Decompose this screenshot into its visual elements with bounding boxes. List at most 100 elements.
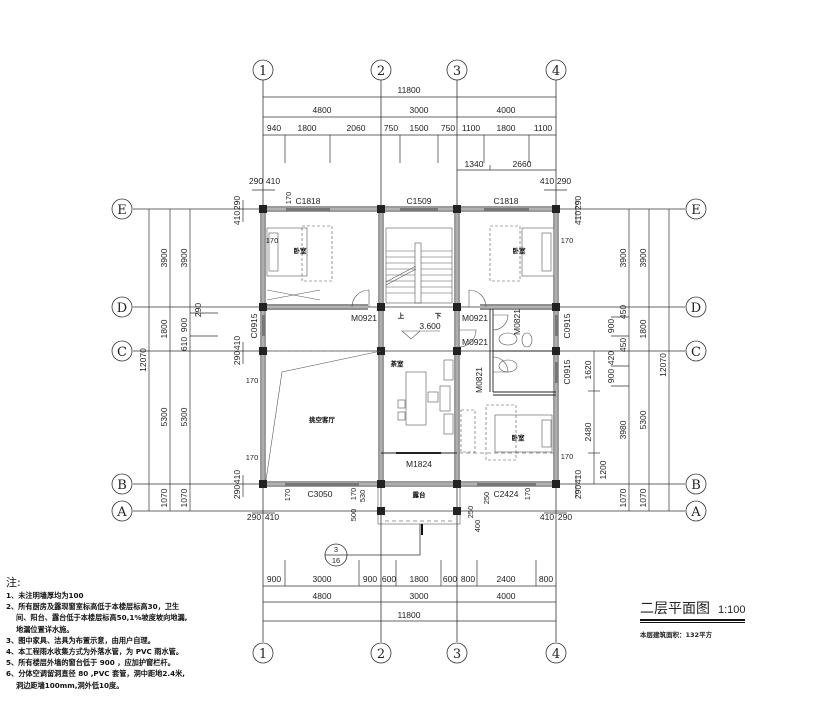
- dim-mid: 3900: [159, 248, 169, 267]
- note-line: 2、所有厨房及露现窗室标高低于本楼层标高30，卫生: [6, 602, 180, 612]
- dim-sub: 1340: [465, 159, 484, 169]
- dim-detail: 1800: [410, 574, 429, 584]
- axis-label: A: [116, 505, 127, 520]
- notes-heading: 注:: [6, 576, 21, 589]
- dim-170: 170: [283, 489, 292, 502]
- dim-total: 11800: [397, 85, 420, 95]
- dim-detail: 1100: [462, 123, 481, 133]
- dim-detail: 900: [363, 574, 377, 584]
- dim-edge: 410: [540, 512, 554, 522]
- dim-bay: 4800: [313, 591, 332, 601]
- dim-detail: 2060: [347, 123, 366, 133]
- axis-label: 4: [552, 64, 560, 79]
- axis-label: 3: [453, 647, 461, 662]
- room-bedroom-nw: 卧室: [294, 246, 308, 255]
- axis-bubble-C-left: C: [111, 340, 133, 362]
- dim-detail: 3000: [313, 574, 332, 584]
- dim-bay: 4000: [497, 105, 516, 115]
- axis-label: C: [691, 345, 701, 360]
- axis-bubble-D-right: D: [685, 296, 707, 318]
- dim-detail: 1800: [497, 123, 516, 133]
- title-underline: [640, 619, 745, 623]
- axis-bubble-4-top: 4: [545, 59, 567, 81]
- general-notes: 注: 1、未注明墙厚均为100 2、所有厨房及露现窗室标高低于本楼层标高30，卫…: [6, 576, 187, 691]
- dim-edge: 290: [232, 351, 242, 365]
- dim-mid: 5300: [638, 410, 648, 429]
- dim-innermost: 2480: [583, 422, 593, 441]
- dim-edge: 410: [266, 176, 280, 186]
- axis-bubble-4-bottom: 4: [545, 642, 567, 664]
- dim-edge: 410: [232, 336, 242, 350]
- dim-400: 400: [473, 520, 482, 533]
- dim-edge: 410: [540, 176, 554, 186]
- dim-170: 170: [561, 236, 574, 245]
- axis-bubble-2-bottom: 2: [370, 642, 392, 664]
- axis-label: 2: [377, 647, 385, 662]
- room-tea-room: 茶室: [390, 359, 405, 368]
- dim-250: 250: [466, 506, 475, 519]
- axis-label: 4: [552, 647, 560, 662]
- note-line: 4、本工程雨水收集方式为外落水管，为 PVC 雨水管。: [6, 647, 184, 657]
- dim-edge: 410: [232, 470, 242, 484]
- drawing-scale: 1:100: [718, 604, 746, 616]
- top-dimensions: 11800 4800 3000 4000 940 1800 2060 750 1…: [249, 85, 571, 191]
- axis-label: B: [117, 478, 127, 493]
- window-label: C1818: [295, 196, 320, 206]
- axis-label: D: [691, 301, 701, 316]
- axis-label: E: [117, 203, 127, 218]
- dim-bay: 4000: [497, 591, 516, 601]
- window-label: C1818: [493, 196, 518, 206]
- right-dimensions: 12070 3900 1800 5300 1070 3900 450 900 4…: [573, 196, 670, 511]
- dim-detail: 1100: [534, 123, 553, 133]
- note-line: 间、阳台、露台低于本楼层标高50,1%坡度坡向地漏,: [16, 613, 188, 623]
- dim-inner: 3900: [179, 248, 189, 267]
- dim-inner: 450: [618, 338, 628, 352]
- axis-bubble-D-left: D: [111, 296, 133, 318]
- dim-bay: 4800: [313, 105, 332, 115]
- level-mark: 3.600: [401, 321, 441, 340]
- axis-bubble-B-left: B: [111, 473, 133, 495]
- axis-label: 2: [377, 64, 385, 79]
- misc-dimensions: 170 170 170 170 170 170 170 170 170 530 …: [246, 192, 574, 533]
- dim-detail: 1800: [298, 123, 317, 133]
- dim-edge: 410: [232, 211, 242, 225]
- door-label: M0821: [474, 367, 484, 393]
- dim-mid: 1070: [638, 488, 648, 507]
- dim-inner: 610: [179, 337, 189, 351]
- axis-bubble-2-top: 2: [370, 59, 392, 81]
- detail-number: 3: [334, 545, 338, 554]
- staircase: 上 下: [385, 227, 453, 320]
- note-line: 5、所有楼层外墙的窗台低于 900 ，应加护窗栏杆。: [6, 658, 175, 668]
- dim-edge: 410: [265, 512, 279, 522]
- dim-innermost: 900: [606, 369, 616, 383]
- dim-250: 250: [482, 492, 491, 505]
- dim-inner: 900: [606, 319, 616, 333]
- door-label: M0921: [462, 313, 488, 323]
- dim-detail: 900: [267, 574, 281, 584]
- window-label: C2424: [493, 489, 518, 499]
- note-line: 洞边距墙100mm,洞外低10度。: [16, 680, 124, 690]
- note-line: 6、分体空调留洞直径 80 ,PVC 套管，洞中距地2.4米,: [6, 669, 185, 679]
- axis-label: D: [117, 301, 127, 316]
- note-line: 1、未注明墙厚均为100: [6, 591, 84, 600]
- dim-edge: 290: [232, 485, 242, 499]
- axis-bubble-3-bottom: 3: [446, 642, 468, 664]
- dim-170: 170: [523, 488, 532, 501]
- dim-total: 12070: [138, 348, 148, 372]
- door-label: M0821: [512, 309, 522, 335]
- axis-bubble-A-right: A: [685, 500, 707, 522]
- dim-mid: 3900: [638, 248, 648, 267]
- window-label: C0915: [562, 359, 572, 384]
- dim-mid: 1800: [638, 319, 648, 338]
- detail-sheet: 16: [332, 556, 340, 565]
- axis-bubble-E-right: E: [685, 198, 707, 220]
- dim-detail: 800: [539, 574, 553, 584]
- dim-inner: 900: [179, 318, 189, 332]
- dim-edge: 290: [247, 512, 261, 522]
- dim-inner: 450: [618, 305, 628, 319]
- note-line: 3、图中家具、洁具为布置示意，由用户自理。: [6, 635, 155, 645]
- axis-bubbles: 1 2 3 4 1 2 3 4 E D C B A E D C B A: [111, 59, 707, 664]
- dim-edge: 410: [573, 211, 583, 225]
